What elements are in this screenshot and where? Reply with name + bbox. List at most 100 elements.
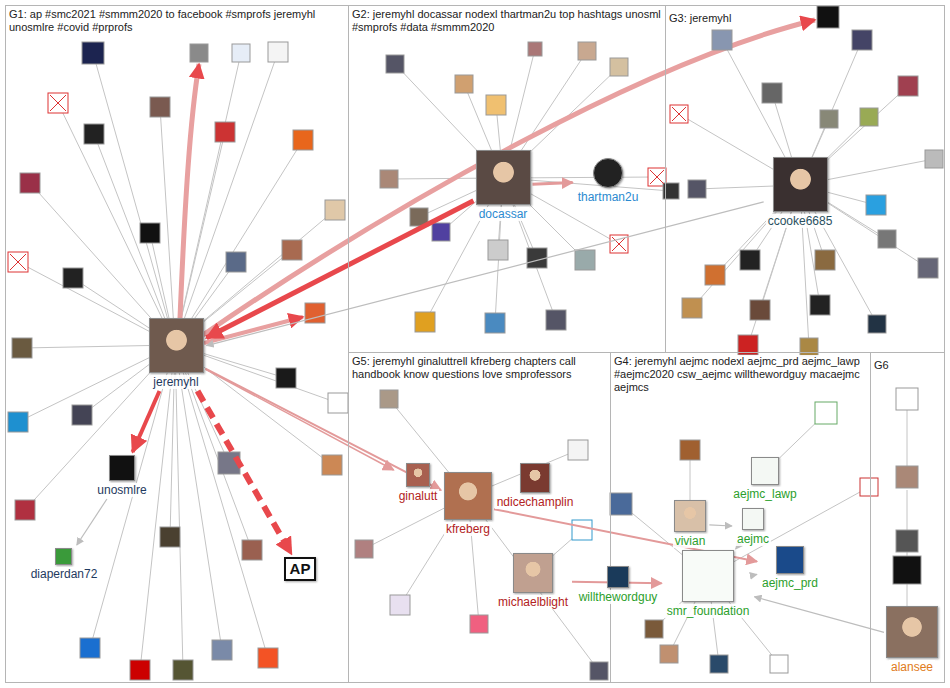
account-label: jeremyhl <box>151 375 200 389</box>
profile-picture <box>886 606 938 658</box>
profile-icon <box>218 452 240 474</box>
account-node: kfreberg <box>444 472 492 536</box>
group-panel: G4: jeremyhl aejmc nodexl aejmc_prd aejm… <box>610 352 871 683</box>
profile-icon <box>268 42 288 62</box>
profile-icon <box>682 298 702 318</box>
profile-picture <box>776 546 804 574</box>
spoke-lines <box>364 399 907 671</box>
account-node: ndicechamplin <box>495 463 576 509</box>
profile-icon <box>226 252 246 272</box>
connector <box>206 369 394 470</box>
account-label: smr_foundation <box>665 604 752 618</box>
profile-icon <box>645 620 663 638</box>
account-node: jeremyhl <box>149 318 204 389</box>
profile-icon <box>868 315 886 333</box>
connector <box>206 369 441 490</box>
profile-picture <box>742 508 764 530</box>
profile-icon <box>918 258 938 278</box>
profile-icon <box>293 130 313 150</box>
profile-picture <box>109 455 135 481</box>
group-heading: G4: jeremyhl aejmc nodexl aejmc_prd aejm… <box>614 355 867 394</box>
logo-node: AP <box>284 557 317 581</box>
account-label: diaperdan72 <box>29 567 100 581</box>
group-heading: G6 <box>874 359 889 372</box>
profile-icon <box>305 303 325 323</box>
account-label: ginalutt <box>397 489 440 503</box>
profile-picture <box>520 463 550 493</box>
profile-icon <box>750 300 770 320</box>
profile-icon <box>488 240 508 260</box>
profile-picture <box>674 500 706 532</box>
profile-icon <box>815 402 837 424</box>
profile-icon <box>63 268 83 288</box>
account-node: ginalutt <box>397 463 440 503</box>
profile-icon <box>322 455 342 475</box>
group-panel: G5: jeremyhl ginaluttrell kfreberg chapt… <box>348 352 611 683</box>
logo-text: AP <box>290 560 311 578</box>
profile-icon <box>578 42 596 60</box>
profile-icon <box>80 638 100 658</box>
group-panel: G1: ap #smc2021 #smmm2020 to facebook #s… <box>5 5 349 683</box>
profile-icon <box>328 393 348 413</box>
profile-icon <box>680 440 700 460</box>
profile-icon <box>896 466 918 488</box>
account-node: diaperdan72 <box>29 548 100 581</box>
account-label: thartman2u <box>576 190 641 204</box>
profile-picture <box>773 157 828 212</box>
profile-icon <box>852 30 872 50</box>
spoke-lines <box>389 49 671 323</box>
account-label: aejmc_lawp <box>731 487 798 501</box>
profile-icon <box>380 390 398 408</box>
profile-icon <box>896 388 918 410</box>
profile-picture <box>444 472 492 520</box>
profile-picture <box>476 150 531 205</box>
account-node: unosmlre <box>95 455 148 497</box>
profile-icon <box>390 595 410 615</box>
account-label: ccooke6685 <box>766 214 835 228</box>
profile-icon <box>705 265 725 285</box>
account-label: aejmc <box>735 532 771 546</box>
profile-icon <box>15 500 35 520</box>
account-label: vivian <box>673 534 708 548</box>
spoke-lines <box>679 40 934 347</box>
profile-icon <box>817 6 839 28</box>
profile-picture <box>513 553 553 593</box>
profile-icon <box>762 83 782 103</box>
profile-icon <box>572 520 592 540</box>
profile-icon <box>820 110 838 128</box>
spoke-lines <box>18 52 338 670</box>
profile-icon <box>893 556 921 584</box>
connector <box>735 548 737 549</box>
profile-icon <box>610 493 632 515</box>
connector <box>198 391 292 554</box>
profile-icon <box>568 440 588 460</box>
profile-icon <box>925 150 943 168</box>
profile-icon <box>8 412 28 432</box>
profile-icon <box>20 173 40 193</box>
profile-icon <box>527 248 547 268</box>
profile-icon <box>173 660 193 680</box>
profile-icon <box>12 338 32 358</box>
profile-icon <box>130 660 150 680</box>
connector <box>709 525 732 526</box>
profile-icon <box>860 478 878 496</box>
connector <box>753 574 757 576</box>
account-label: michaelblight <box>496 595 570 609</box>
highlight-arrow <box>204 317 303 343</box>
profile-icon <box>898 76 918 96</box>
profile-icon <box>546 310 566 330</box>
account-node: alansee <box>886 606 938 674</box>
profile-icon <box>610 58 628 76</box>
account-label: aejmc_prd <box>760 576 820 590</box>
connector <box>754 597 884 633</box>
highlight-arrow <box>180 64 199 318</box>
connector <box>207 202 764 346</box>
profile-icon <box>575 250 595 270</box>
profile-icon <box>215 122 235 142</box>
account-node: thartman2u <box>576 158 641 204</box>
profile-icon <box>386 55 404 73</box>
profile-icon <box>258 648 278 668</box>
group-panel: G2: jeremyhl docassar nodexl thartman2u … <box>348 5 666 353</box>
profile-icon <box>590 662 608 680</box>
group-heading: G2: jeremyhl docassar nodexl thartman2u … <box>352 8 662 34</box>
